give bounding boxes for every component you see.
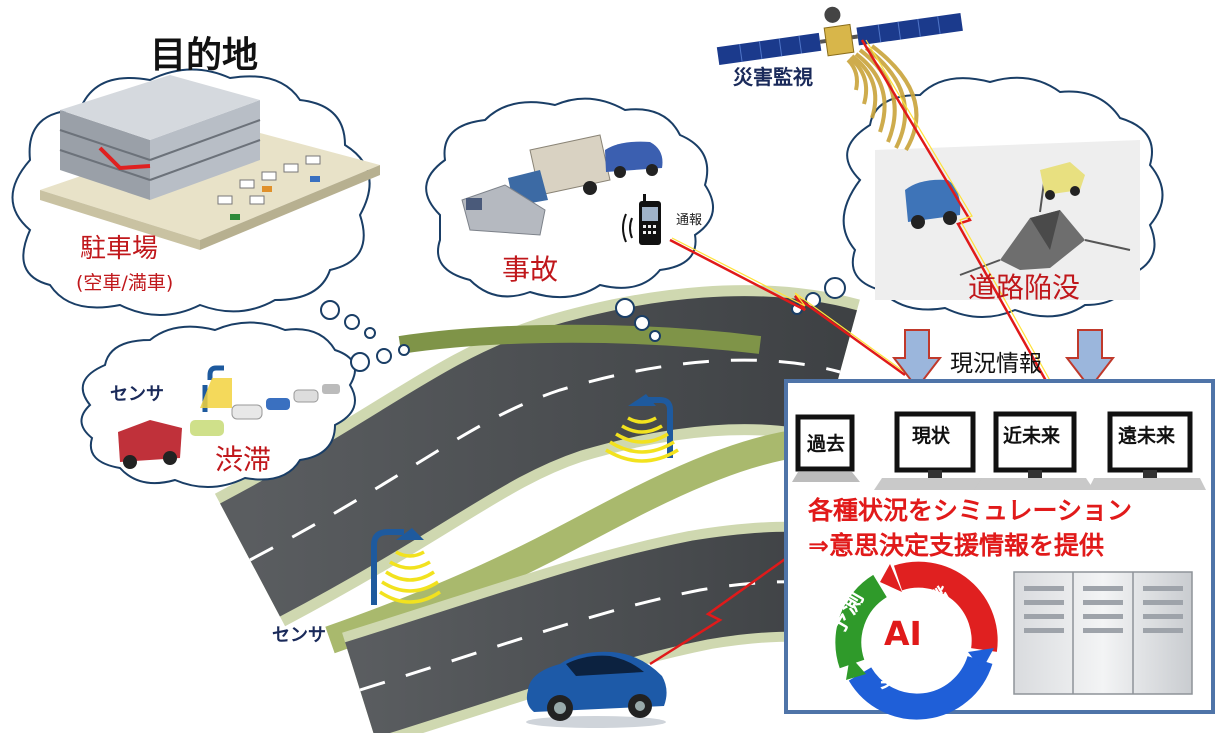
connected-car — [526, 651, 667, 728]
phone-icon — [622, 194, 661, 245]
road-collapse-illustration — [875, 140, 1140, 300]
monitor-current — [874, 411, 994, 490]
ai-center-label: AI — [884, 614, 922, 653]
info-arrow-left — [891, 329, 943, 390]
current-info-label: 現況情報 — [950, 351, 1042, 377]
monitor-label-far-future: 遠未来 — [1118, 425, 1176, 447]
parking-status-label: (空車/満車) — [76, 272, 174, 294]
parking-label: 駐車場 — [80, 234, 159, 264]
accident-illustration — [461, 134, 663, 236]
traffic-sensor-label: センサ — [110, 384, 164, 405]
traffic-jam-label: 渋滞 — [215, 443, 272, 476]
decision-support-message: ⇒意思決定支援情報を提供 — [808, 531, 1104, 560]
monitor-past — [792, 414, 860, 482]
monitor-label-near-future: 近未来 — [1003, 425, 1061, 447]
cycle-execute-label: 実行 — [880, 668, 929, 693]
monitor-label-past: 過去 — [807, 433, 846, 455]
server-rack — [1013, 571, 1193, 695]
disaster-monitoring-label: 災害監視 — [733, 65, 813, 89]
accident-label: 事故 — [502, 253, 559, 286]
parking-garage-illustration — [40, 75, 380, 250]
report-label: 通報 — [676, 213, 703, 228]
ai-cycle-diagram — [835, 561, 998, 720]
traffic-jam-illustration — [118, 365, 340, 469]
monitor-near-future — [974, 411, 1094, 490]
sensor-pole-lower — [371, 528, 441, 605]
monitor-label-current: 現状 — [912, 425, 951, 447]
road-sensor-label: センサ — [272, 625, 326, 646]
monitor-far-future — [1088, 411, 1206, 490]
info-arrow-right — [1064, 329, 1116, 390]
lightning-highlights — [671, 39, 1053, 385]
sensor-pole-middle — [605, 394, 679, 463]
simulation-message: 各種状況をシミュレーション — [808, 496, 1133, 525]
destination-title: 目的地 — [150, 35, 259, 76]
satellite-icon — [716, 6, 963, 152]
road-collapse-label: 道路陥没 — [968, 271, 1081, 304]
